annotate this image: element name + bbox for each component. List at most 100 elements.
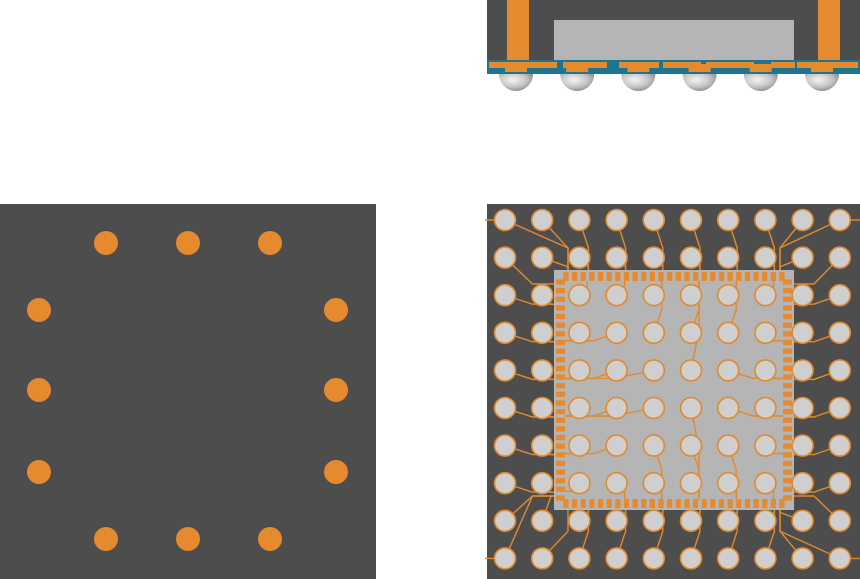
bga-ball bbox=[828, 283, 852, 307]
cross-section-trace bbox=[771, 62, 795, 68]
cross-section-ball-pad bbox=[566, 64, 589, 72]
die-pad-bottom bbox=[770, 499, 776, 508]
die-pad-left bbox=[556, 495, 565, 501]
die-pad-top bbox=[736, 272, 742, 281]
die-pad-left bbox=[556, 417, 565, 423]
cross-section-solder-ball bbox=[682, 74, 717, 91]
bga-ball bbox=[642, 396, 666, 420]
bga-ball bbox=[530, 321, 554, 345]
die-pad-right bbox=[783, 409, 792, 415]
bga-ball bbox=[493, 509, 517, 533]
bga-ball bbox=[679, 283, 703, 307]
bga-ball bbox=[642, 283, 666, 307]
die-pad-right bbox=[783, 288, 792, 294]
footprint-pad bbox=[258, 231, 282, 255]
cross-section-solder-ball bbox=[560, 74, 595, 91]
bga-ball bbox=[791, 471, 814, 495]
die-pad-top bbox=[701, 272, 707, 281]
footprint-pad bbox=[27, 378, 51, 402]
die-pad-bottom bbox=[623, 499, 630, 508]
bga-ball bbox=[493, 434, 517, 457]
bga-ball bbox=[568, 471, 591, 495]
cross-section-solder-ball bbox=[499, 74, 533, 91]
bga-ball bbox=[679, 208, 703, 232]
bga-ball bbox=[493, 283, 517, 307]
escape-trace bbox=[788, 257, 841, 285]
bga-ball bbox=[679, 434, 703, 457]
cross-section-solder-ball bbox=[805, 74, 839, 91]
bga-ball bbox=[716, 547, 740, 570]
bga-ball bbox=[828, 359, 852, 382]
bga-ball bbox=[754, 283, 777, 307]
bga-ball bbox=[791, 359, 814, 382]
footprint-pad bbox=[258, 527, 282, 551]
bga-ball bbox=[716, 471, 740, 495]
die-pad-bottom bbox=[727, 499, 733, 508]
escape-trace bbox=[779, 504, 841, 560]
bga-ball bbox=[605, 509, 628, 533]
footprint-body bbox=[0, 204, 376, 579]
bga-ball bbox=[568, 396, 591, 420]
bga-ball bbox=[828, 208, 852, 232]
die-pad-top bbox=[589, 272, 595, 281]
die-pad-left bbox=[556, 400, 565, 406]
bga-ball bbox=[642, 471, 666, 495]
bga-ball bbox=[642, 208, 666, 232]
die-pad-left bbox=[556, 357, 565, 363]
bga-ball bbox=[679, 359, 703, 382]
die-pad-left bbox=[556, 374, 565, 380]
bga-ball bbox=[568, 246, 591, 269]
die-pad-bottom bbox=[684, 499, 690, 508]
die-pad-bottom bbox=[693, 499, 699, 508]
bga-ball bbox=[791, 396, 814, 420]
die-pad-right bbox=[783, 296, 792, 302]
die-pad-top bbox=[718, 272, 725, 281]
escape-trace bbox=[779, 219, 841, 276]
bga-ball bbox=[568, 434, 591, 457]
die-pad-right bbox=[783, 443, 792, 449]
die-pad-right bbox=[783, 460, 792, 467]
die-pad-top bbox=[684, 272, 690, 281]
bga-ball bbox=[754, 208, 777, 232]
bga-ball bbox=[828, 321, 852, 345]
bga-ball bbox=[754, 396, 777, 420]
footprint-pad bbox=[27, 298, 51, 322]
die-pad-right bbox=[783, 426, 792, 432]
die-pad-bottom bbox=[606, 499, 612, 508]
bga-ball bbox=[828, 509, 852, 533]
die-pad-right bbox=[783, 478, 792, 484]
die-pad-left bbox=[556, 305, 565, 311]
die-pad-right bbox=[783, 279, 792, 285]
bga-ball bbox=[493, 321, 517, 345]
bga-ball bbox=[754, 547, 777, 570]
die-pad-right bbox=[783, 313, 792, 320]
bga-ball bbox=[605, 246, 628, 269]
bga-ball bbox=[530, 396, 554, 420]
bga-ball bbox=[642, 434, 666, 457]
die-pad-left bbox=[556, 486, 565, 492]
bga-ball bbox=[716, 434, 740, 457]
bga-ball bbox=[605, 208, 628, 232]
bga-ball bbox=[605, 471, 628, 495]
die-pad-right bbox=[783, 486, 792, 492]
die-pad-right bbox=[783, 374, 792, 380]
die-pad-right bbox=[783, 357, 792, 363]
bga-ball bbox=[828, 396, 852, 420]
die-pad-left bbox=[556, 443, 565, 449]
footprint-pad bbox=[324, 460, 348, 484]
bga-die-area bbox=[554, 270, 794, 510]
cross-section-ball-pad bbox=[505, 64, 527, 72]
package-footprint bbox=[0, 204, 376, 579]
die-pad-left bbox=[556, 296, 565, 302]
die-pad-bottom bbox=[580, 499, 586, 508]
die-pad-left bbox=[556, 478, 565, 484]
bga-ball bbox=[642, 547, 666, 570]
bga-ball bbox=[605, 283, 628, 307]
bga-ball bbox=[754, 509, 777, 533]
bga-ball bbox=[716, 246, 740, 269]
die-pad-bottom bbox=[675, 499, 681, 508]
die-pad-top bbox=[641, 272, 647, 281]
die-pad-bottom bbox=[597, 499, 604, 508]
bga-ball bbox=[828, 434, 852, 457]
bga-ball bbox=[754, 434, 777, 457]
